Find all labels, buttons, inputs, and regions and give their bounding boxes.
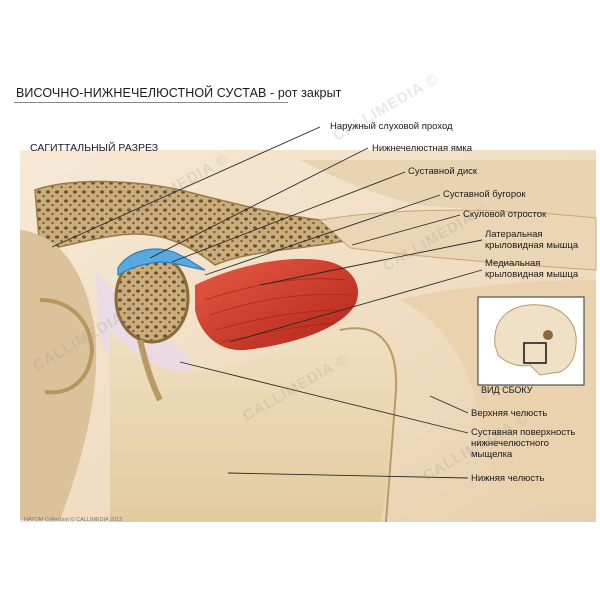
bottom-margin <box>0 527 600 600</box>
credit-line: NATOM Collection © CALLIMEDIA 2012 <box>24 517 123 523</box>
label-mandible: Нижняя челюсть <box>471 473 545 484</box>
label-condyle-surface-line2: нижнечелюстного <box>471 438 549 449</box>
ear-canal-curve <box>39 298 95 395</box>
mandible-ramus-edge <box>339 327 398 523</box>
label-medial-pterygoid-line1: Медиальная <box>485 258 541 269</box>
condyle-neck <box>137 339 163 402</box>
label-lateral-pterygoid-line2: крыловидная мышца <box>485 240 579 251</box>
label-external-auditory-meatus: Наружный слуховой проход <box>330 121 453 132</box>
leader-lines <box>51 126 483 479</box>
inset-skull <box>494 304 577 376</box>
mandible-shape <box>110 327 395 522</box>
page-title: ВИСОЧНО-НИЖНЕЧЕЛЮСТНОЙ СУСТАВ - рот закр… <box>16 86 342 100</box>
label-mandibular-fossa: Нижнечелюстная ямка <box>372 143 473 154</box>
lateral-pterygoid-shape <box>195 258 359 351</box>
inset-label: ВИД СБОКУ <box>481 385 533 395</box>
inset-focus-box <box>523 342 547 364</box>
label-maxilla: Верхняя челюсть <box>471 408 548 419</box>
label-articular-disc: Суставной диск <box>408 166 478 177</box>
temporal-bone-outer <box>20 160 596 220</box>
label-condyle-surface: Суставная поверхность нижнечелюстного мы… <box>471 427 575 460</box>
label-lateral-pterygoid-line1: Латеральная <box>485 229 543 240</box>
label-lateral-pterygoid: Латеральная крыловидная мышца <box>485 229 578 251</box>
label-medial-pterygoid-line2: крыловидная мышца <box>485 269 579 280</box>
label-zygomatic-process: Скуловой отросток <box>463 209 547 220</box>
label-medial-pterygoid: Медиальная крыловидная мышца <box>485 258 578 280</box>
label-articular-tubercle: Суставной бугорок <box>443 189 526 200</box>
muscle-fibers <box>204 278 351 343</box>
ear-region <box>20 230 97 520</box>
temporal-bone-section <box>34 180 352 266</box>
label-condyle-surface-line3: мыщелка <box>471 449 513 460</box>
label-condyle-surface-line1: Суставная поверхность <box>471 427 576 438</box>
title-underline <box>14 102 288 103</box>
articular-disc-shape <box>117 248 206 277</box>
inset-orbit <box>543 330 553 340</box>
section-label: САГИТТАЛЬНЫЙ РАЗРЕЗ <box>30 142 159 154</box>
